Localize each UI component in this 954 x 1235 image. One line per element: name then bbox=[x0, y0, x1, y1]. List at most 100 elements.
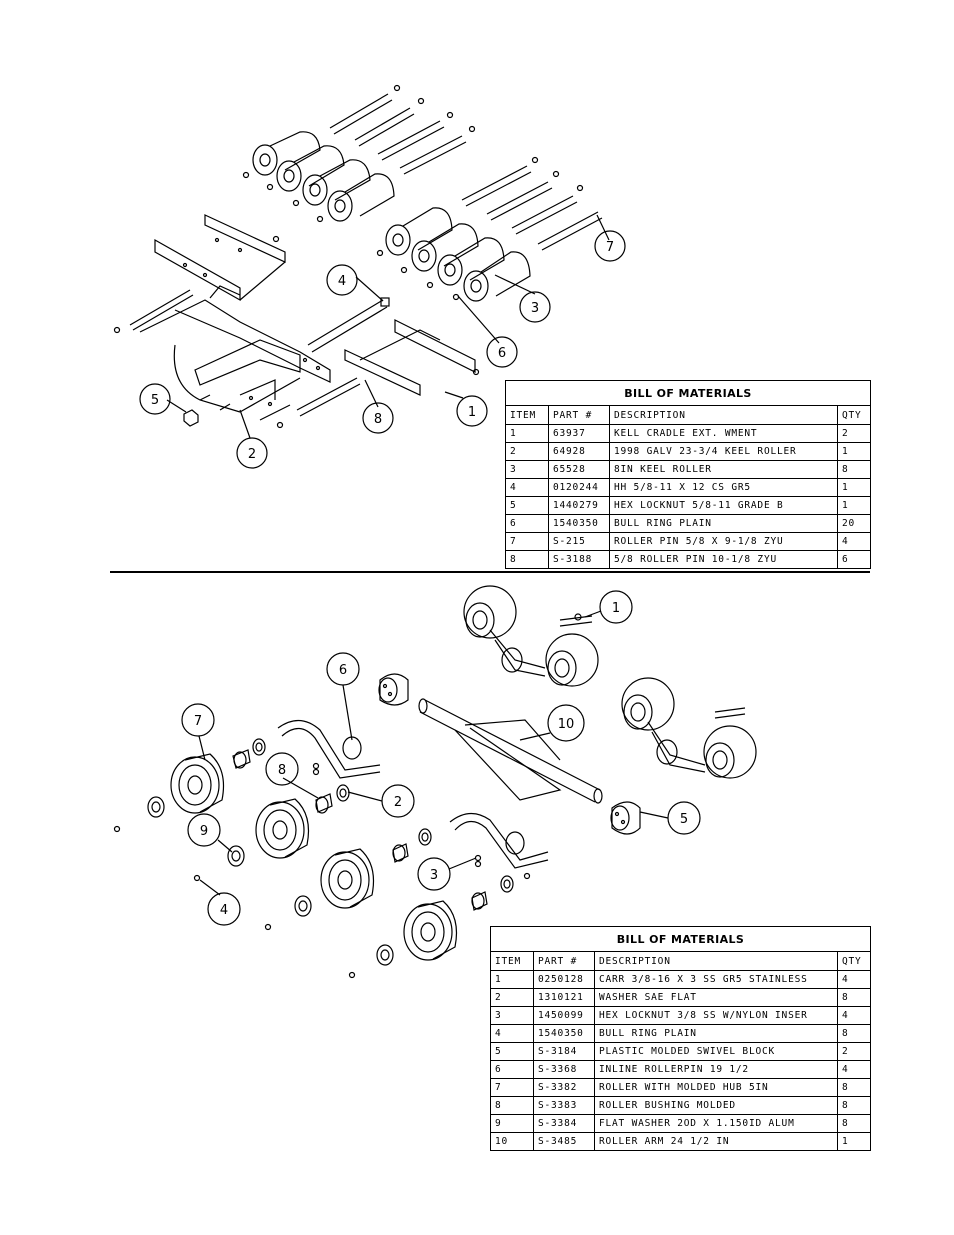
bom-cell: BULL RING PLAIN bbox=[594, 1024, 838, 1043]
bottom-leader-9 bbox=[217, 839, 233, 853]
bom-cell: 1 bbox=[837, 442, 870, 461]
bottom-callout-9: 9 bbox=[200, 824, 208, 839]
bom-cell: 8IN KEEL ROLLER bbox=[609, 460, 838, 479]
bom-cell: 4 bbox=[837, 970, 870, 989]
bottom-callout-10: 10 bbox=[558, 717, 575, 732]
bottom-callout-7: 7 bbox=[194, 714, 202, 729]
bom-cell: 2 bbox=[506, 442, 549, 461]
top-leader-4 bbox=[355, 276, 384, 302]
top-bom-col-part: PART # bbox=[548, 405, 610, 425]
bom-cell: PLASTIC MOLDED SWIVEL BLOCK bbox=[594, 1042, 838, 1061]
bom-cell: 1540350 bbox=[548, 514, 610, 533]
bom-cell: 1 bbox=[837, 478, 870, 497]
bottom-bom-table: BILL OF MATERIALS ITEM PART # DESCRIPTIO… bbox=[491, 927, 870, 1150]
bom-cell: 8 bbox=[837, 1024, 870, 1043]
bom-cell: ROLLER PIN 5/8 X 9-1/8 ZYU bbox=[609, 532, 838, 551]
bom-cell: 1998 GALV 23-3/4 KEEL ROLLER bbox=[609, 442, 838, 461]
bom-cell: 6 bbox=[491, 1060, 534, 1079]
bom-cell: S-3382 bbox=[533, 1078, 595, 1097]
bom-cell: 65528 bbox=[548, 460, 610, 479]
bottom-callout-5: 5 bbox=[680, 812, 688, 827]
bom-cell: WASHER SAE FLAT bbox=[594, 988, 838, 1007]
top-bom-col-qty: QTY bbox=[837, 405, 870, 425]
bottom-rocker-arm-upper bbox=[463, 585, 599, 687]
bottom-bushings-and-washers bbox=[113, 738, 531, 979]
bom-cell: S-3485 bbox=[533, 1132, 595, 1150]
bom-cell: S-3368 bbox=[533, 1060, 595, 1079]
bom-cell: ROLLER WITH MOLDED HUB 5IN bbox=[594, 1078, 838, 1097]
bom-cell: S-3384 bbox=[533, 1114, 595, 1133]
bom-cell: BULL RING PLAIN bbox=[609, 514, 838, 533]
bom-cell: CARR 3/8-16 X 3 SS GR5 STAINLESS bbox=[594, 970, 838, 989]
top-bom-table: BILL OF MATERIALS ITEM PART # DESCRIPTIO… bbox=[506, 381, 870, 568]
bom-cell: S-3188 bbox=[548, 550, 610, 568]
bom-cell: 1310121 bbox=[533, 988, 595, 1007]
top-callout-6: 6 bbox=[498, 346, 506, 361]
bottom-callout-6: 6 bbox=[339, 663, 347, 678]
bom-cell: 1540350 bbox=[533, 1024, 595, 1043]
bottom-leader-4 bbox=[199, 879, 221, 896]
bom-cell: 8 bbox=[837, 1078, 870, 1097]
bottom-bill-of-materials: BILL OF MATERIALS ITEM PART # DESCRIPTIO… bbox=[490, 926, 871, 1151]
bottom-leader-5 bbox=[639, 811, 669, 819]
top-callout-7: 7 bbox=[606, 240, 614, 255]
bottom-leader-7 bbox=[198, 735, 206, 761]
top-bom-title: BILL OF MATERIALS bbox=[506, 381, 870, 406]
bom-cell: 63937 bbox=[548, 424, 610, 443]
bottom-bom-col-qty: QTY bbox=[837, 951, 870, 971]
bom-cell: KELL CRADLE EXT. WMENT bbox=[609, 424, 838, 443]
bom-cell: ROLLER ARM 24 1/2 IN bbox=[594, 1132, 838, 1150]
top-leader-6 bbox=[457, 295, 500, 344]
top-roller-pins bbox=[329, 84, 603, 251]
bottom-callout-1: 1 bbox=[612, 601, 620, 616]
top-leader-7 bbox=[596, 214, 610, 241]
top-callouts: 4 7 3 6 5 8 1 2 bbox=[139, 230, 626, 469]
top-callout-3: 3 bbox=[531, 301, 539, 316]
bottom-bom-header-row: ITEM PART # DESCRIPTION QTY bbox=[491, 951, 870, 971]
bom-cell: 20 bbox=[837, 514, 870, 533]
bom-cell: 0120244 bbox=[548, 478, 610, 497]
bom-cell: 1440279 bbox=[548, 496, 610, 515]
bom-cell: 8 bbox=[837, 460, 870, 479]
top-callout-4: 4 bbox=[338, 274, 346, 289]
bottom-bom-title: BILL OF MATERIALS bbox=[491, 927, 870, 952]
bom-cell: INLINE ROLLERPIN 19 1/2 bbox=[594, 1060, 838, 1079]
bom-cell: HEX LOCKNUT 5/8-11 GRADE B bbox=[609, 496, 838, 515]
top-keel-rollers-right bbox=[376, 207, 531, 302]
bom-cell: HH 5/8-11 X 12 CS GR5 bbox=[609, 478, 838, 497]
bom-cell: S-215 bbox=[548, 532, 610, 551]
bottom-roller-pins bbox=[277, 719, 549, 869]
bottom-bom-col-item: ITEM bbox=[491, 951, 534, 971]
top-leader-2 bbox=[239, 409, 251, 439]
bom-cell: 1 bbox=[837, 1132, 870, 1150]
bom-cell: 4 bbox=[837, 1006, 870, 1025]
top-keel-rollers-left bbox=[242, 131, 395, 223]
bom-cell: S-3383 bbox=[533, 1096, 595, 1115]
bom-cell: 1 bbox=[506, 424, 549, 443]
top-leader-1 bbox=[444, 391, 464, 399]
bom-cell: 5 bbox=[491, 1042, 534, 1061]
bom-cell: 64928 bbox=[548, 442, 610, 461]
bottom-bom-col-part: PART # bbox=[533, 951, 595, 971]
bottom-callout-8: 8 bbox=[278, 763, 286, 778]
top-callout-5: 5 bbox=[151, 393, 159, 408]
bom-cell: 1 bbox=[491, 970, 534, 989]
top-leader-3 bbox=[494, 274, 536, 295]
bom-cell: 9 bbox=[491, 1114, 534, 1133]
bom-cell: 8 bbox=[837, 1114, 870, 1133]
bom-cell: 1 bbox=[837, 496, 870, 515]
